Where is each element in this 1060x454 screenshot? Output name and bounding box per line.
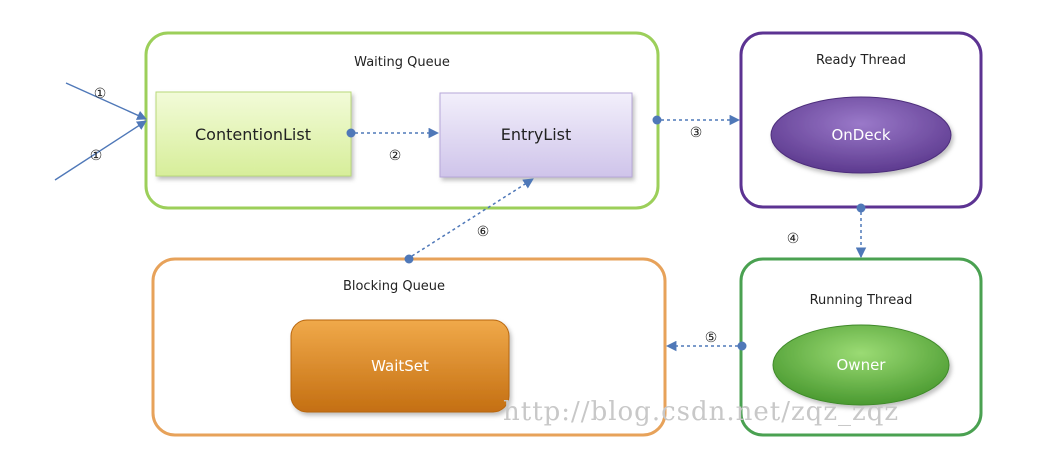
step-1-top-label: ①	[94, 86, 107, 102]
connector-dot-3	[652, 115, 662, 125]
incoming-arrow-top	[65, 82, 147, 120]
step-3-label: ③	[690, 125, 703, 141]
on-deck-node	[770, 96, 952, 174]
owner-label: Owner	[837, 356, 887, 374]
incoming-arrow-bottom	[54, 120, 147, 181]
step-6-label: ⑥	[477, 224, 490, 240]
connector-dot-4	[856, 203, 866, 213]
wait-set-label: WaitSet	[371, 357, 429, 375]
owner-node	[772, 324, 950, 406]
entry-list-label: EntryList	[501, 125, 572, 144]
waiting-queue-label: Waiting Queue	[354, 55, 450, 70]
step-5-label: ⑤	[705, 330, 718, 346]
blocking-queue-label: Blocking Queue	[343, 279, 445, 294]
on-deck-label: OnDeck	[831, 126, 890, 144]
running-thread-label: Running Thread	[810, 293, 913, 308]
ready-thread-label: Ready Thread	[816, 53, 906, 68]
wait-set-box	[290, 319, 510, 413]
contention-list-label: ContentionList	[195, 125, 311, 144]
connector-dot-6	[404, 254, 414, 264]
entry-list-box	[439, 92, 633, 178]
connector-dot-2	[346, 128, 356, 138]
step-2-label: ②	[389, 148, 402, 164]
connector-dot-5	[737, 341, 747, 351]
contention-list-box	[155, 91, 352, 177]
watermark-text: http://blog.csdn.net/zqz_zqz	[503, 397, 899, 427]
step-1-bottom-label: ①	[90, 148, 103, 164]
step-4-label: ④	[787, 231, 800, 247]
